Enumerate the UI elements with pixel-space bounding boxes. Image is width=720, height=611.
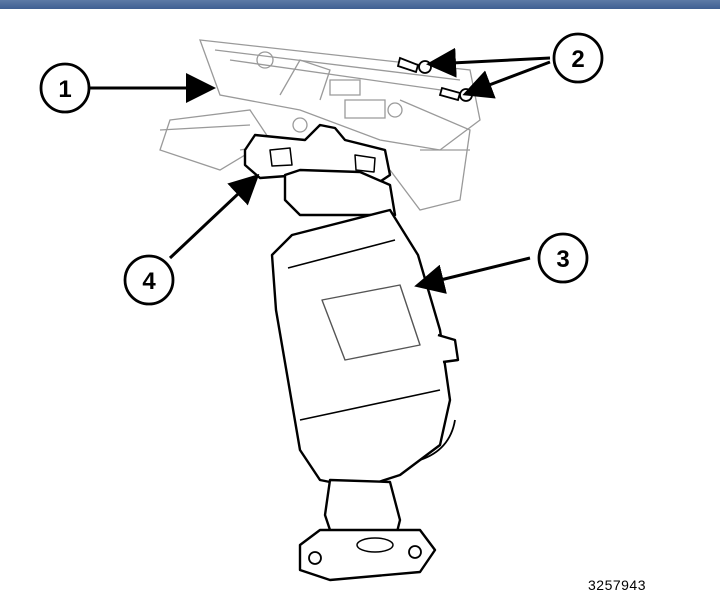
engine-background bbox=[159, 39, 481, 211]
catalytic-converter bbox=[243, 123, 460, 582]
callout-4: 4 bbox=[123, 254, 175, 306]
svg-text:1: 1 bbox=[58, 76, 71, 103]
svg-text:3: 3 bbox=[556, 246, 569, 273]
svg-text:2: 2 bbox=[571, 46, 584, 73]
callout-2: 2 bbox=[552, 32, 604, 84]
callout-3: 3 bbox=[537, 232, 589, 284]
callout-1: 1 bbox=[39, 62, 91, 114]
window-top-bar bbox=[0, 0, 720, 9]
leader-lines bbox=[90, 47, 551, 294]
figure-number: 3257943 bbox=[588, 577, 647, 593]
svg-text:4: 4 bbox=[142, 268, 156, 295]
